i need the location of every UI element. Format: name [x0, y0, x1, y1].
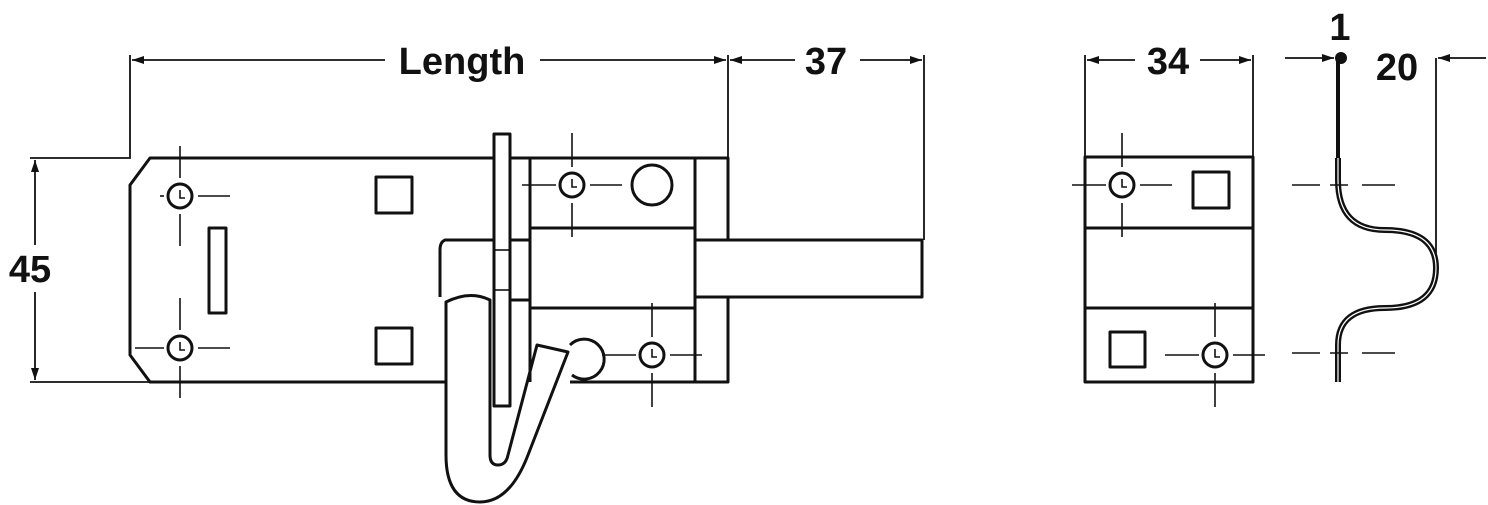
screw-hole — [160, 146, 230, 246]
screw-hole — [1165, 303, 1265, 407]
screw-hole — [522, 133, 622, 237]
square-hole — [1108, 330, 1147, 369]
keeper-side-profile — [1292, 60, 1440, 382]
round-hole — [630, 163, 674, 207]
label-length: Length — [399, 41, 526, 83]
keeper-front-view — [1083, 155, 1255, 384]
dimension-37 — [730, 55, 925, 240]
square-hole — [374, 175, 414, 215]
square-hole — [374, 326, 414, 366]
slot — [207, 226, 228, 315]
screw-holes — [135, 133, 1265, 407]
dimension-length — [30, 55, 729, 159]
label-34: 34 — [1147, 41, 1189, 83]
dimension-34 — [1084, 55, 1254, 157]
screw-hole — [602, 303, 702, 407]
label-45: 45 — [9, 249, 51, 291]
square-hole — [1191, 170, 1231, 210]
dimension-45 — [30, 160, 150, 383]
screw-hole — [1072, 133, 1172, 237]
label-37: 37 — [805, 41, 847, 83]
bolt-handle — [444, 294, 570, 504]
label-1: 1 — [1329, 7, 1350, 49]
padlock-staple — [492, 132, 512, 408]
screw-hole — [135, 298, 230, 398]
label-20: 20 — [1376, 47, 1418, 89]
dimension-1-and-20 — [1285, 52, 1486, 262]
bolt-front-view — [128, 132, 924, 504]
